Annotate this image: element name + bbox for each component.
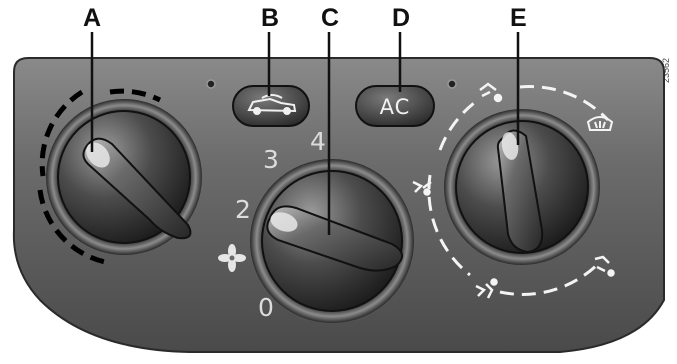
fan-speed-knob-c[interactable] [250, 159, 414, 323]
car-recirculation-icon [247, 94, 297, 115]
ac-button-d[interactable]: AC [355, 85, 435, 127]
indicator-led-left [206, 79, 216, 89]
temperature-scale-dashed-arc [37, 88, 162, 266]
fan-speed-label-0: 0 [258, 293, 274, 322]
air-distribution-knob-e[interactable] [444, 109, 600, 265]
face-vent-icon [479, 82, 503, 103]
indicator-led-right [447, 79, 457, 89]
callout-leader-lines [90, 32, 520, 235]
fan-speed-label-4: 4 [310, 127, 326, 156]
callout-a: A [83, 4, 102, 32]
face-and-feet-vent-icon [412, 180, 432, 196]
windscreen-demist-icon [586, 116, 614, 131]
fan-speed-label-3: 3 [263, 145, 279, 174]
fan-speed-label-2: 2 [235, 195, 251, 224]
ac-button-label: AC [380, 95, 411, 119]
air-distribution-dashed-arc [427, 85, 610, 296]
feet-and-screen-vent-icon [594, 255, 615, 277]
callout-b: B [261, 4, 280, 32]
callout-d: D [392, 4, 411, 32]
feet-vent-icon [475, 278, 498, 299]
temperature-knob-a[interactable] [46, 99, 202, 255]
fan-icon [218, 244, 246, 272]
callout-c: C [321, 4, 340, 32]
recirculation-button-b[interactable] [232, 85, 310, 127]
callout-e: E [510, 4, 527, 32]
